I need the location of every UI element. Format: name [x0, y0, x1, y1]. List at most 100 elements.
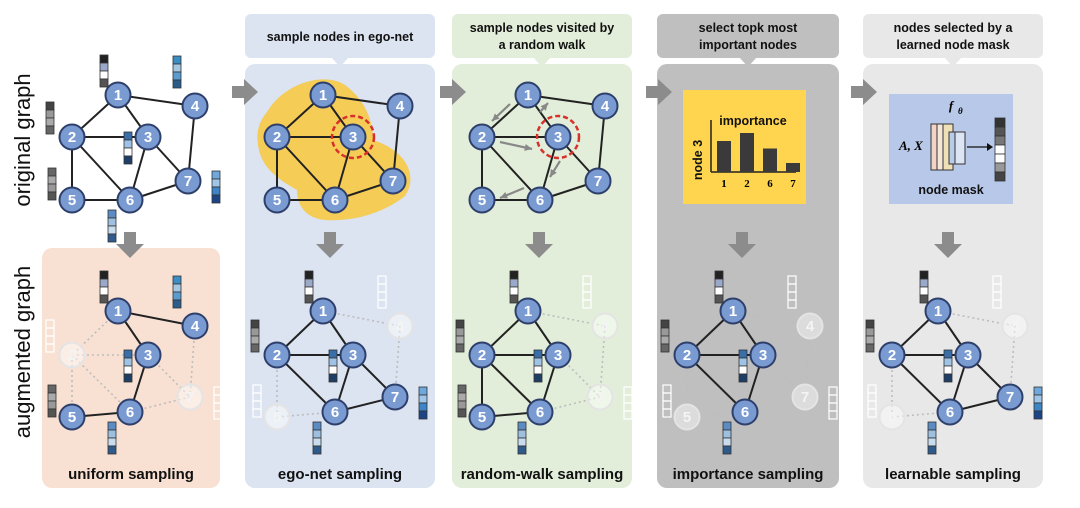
ego-original-node-3: [339, 123, 367, 151]
ego-augmented-node-label-1: 1: [319, 303, 327, 320]
learnable-augmented-node-label-1: 1: [934, 303, 942, 320]
mask-network-layer: [954, 131, 966, 165]
ego-feature-vector-3: [328, 349, 338, 383]
ego-augmented-node-4: [386, 312, 414, 340]
walk-feature-vector-7: [623, 386, 633, 420]
importance-bar-6: [763, 148, 777, 172]
uniform-original-node-label-4: 4: [191, 98, 200, 115]
walk-feature-vector-4: [582, 275, 592, 309]
original-feature-vector-2: [45, 101, 55, 135]
callout-box-walk: [452, 14, 632, 58]
ego-original-node-1: [309, 81, 337, 109]
callout-text-learnable: learned node mask: [896, 38, 1009, 52]
callout-text-learnable: nodes selected by a: [894, 21, 1014, 35]
learnable-augmented-node-3: [954, 341, 982, 369]
learnable-feature-vector-1: [919, 270, 929, 304]
ego-augmented-node-2: [263, 341, 291, 369]
start-node-marker: [535, 114, 581, 160]
learnable-feature-vector-7: [1033, 386, 1043, 420]
walk-augmented-node-7: [586, 383, 614, 411]
importance-augmented-node-label-4: 4: [806, 318, 815, 335]
walk-step-arrowhead: [550, 169, 557, 177]
importance-tick-1: 1: [721, 178, 727, 190]
uniform-feature-vector-2: [45, 319, 55, 353]
walk-original-node-7: [584, 167, 612, 195]
uniform-original-node-6: [116, 186, 144, 214]
learnable-feature-vector-5: [867, 384, 877, 418]
ego-augmented-node-1: [309, 297, 337, 325]
importance-augmented-node-7: [791, 383, 819, 411]
walk-augmented-node-label-5: 5: [478, 409, 486, 426]
walk-original-node-4: [591, 92, 619, 120]
walk-original-node-1: [514, 81, 542, 109]
next-method-arrow-icon: [232, 79, 258, 105]
ego-original-node-label-2: 2: [273, 129, 281, 146]
callout-text-importance: select topk most: [699, 21, 798, 35]
mask-function-subscript: θ: [958, 106, 963, 116]
importance-augmented-node-4: [796, 312, 824, 340]
callout-pointer: [533, 57, 551, 67]
learnable-augmented-node-1: [924, 297, 952, 325]
walk-feature-vector-5: [457, 384, 467, 418]
importance-augmented-node-label-6: 6: [741, 404, 749, 421]
uniform-original-node-2: [58, 123, 86, 151]
mask-caption: node mask: [918, 183, 983, 197]
uniform-augmented-node-label-4: 4: [191, 318, 200, 335]
transform-arrow-icon: [934, 232, 962, 258]
ego-augmented-node-label-7: 7: [391, 389, 399, 406]
walk-augmented-node-4: [591, 312, 619, 340]
learnable-feature-vector-6: [927, 421, 937, 455]
callout-text-importance: important nodes: [699, 38, 797, 52]
uniform-augmented-node-5: [58, 403, 86, 431]
column-title-ego: ego-net sampling: [278, 466, 402, 483]
ego-original-node-4: [386, 92, 414, 120]
uniform-feature-vector-5: [47, 384, 57, 418]
uniform-augmented-node-4: [181, 312, 209, 340]
learnable-augmented-node-5: [878, 403, 906, 431]
next-method-arrow-icon: [851, 79, 877, 105]
graph-edge: [71, 136, 131, 201]
importance-bar-2: [740, 133, 754, 172]
learnable-feature-vector-2: [865, 319, 875, 353]
mask-output-arrowhead: [987, 143, 993, 151]
importance-tick-6: 6: [767, 178, 773, 190]
learnable-augmented-node-label-5: 5: [888, 409, 896, 426]
uniform-original-node-label-7: 7: [184, 173, 192, 190]
side-label-augmented-graph: augmented graph: [10, 266, 35, 438]
ego-original-node-6: [321, 186, 349, 214]
graph-edge: [481, 354, 541, 413]
ego-feature-vector-4: [377, 275, 387, 309]
uniform-augmented-node-label-7: 7: [186, 389, 194, 406]
walk-augmented-node-label-4: 4: [601, 318, 610, 335]
graph-edge: [481, 136, 541, 201]
importance-feature-vector-2: [660, 319, 670, 353]
ego-augmented-node-label-2: 2: [273, 347, 281, 364]
uniform-augmented-node-2: [58, 341, 86, 369]
uniform-feature-vector-1: [99, 270, 109, 304]
uniform-original-node-3: [134, 123, 162, 151]
node-mask-cell: [994, 135, 1006, 146]
graph-edge: [71, 354, 131, 413]
ego-net-highlight: [257, 79, 411, 221]
callout-box-importance: [657, 14, 839, 58]
importance-tick-2: 2: [744, 178, 750, 190]
graph-edge: [276, 136, 336, 201]
learnable-augmented-node-6: [936, 398, 964, 426]
original-feature-vector-4: [172, 55, 182, 89]
importance-augmented-node-6: [731, 398, 759, 426]
uniform-original-node-7: [174, 167, 202, 195]
importance-augmented-node-label-5: 5: [683, 409, 691, 426]
learnable-augmented-node-label-3: 3: [964, 347, 972, 364]
node-mask-cell: [994, 144, 1006, 155]
importance-augmented-node-label-3: 3: [759, 347, 767, 364]
ego-augmented-node-label-6: 6: [331, 404, 339, 421]
ego-augmented-node-label-5: 5: [273, 409, 281, 426]
walk-feature-vector-6: [517, 421, 527, 455]
learnable-augmented-node-7: [996, 383, 1024, 411]
original-feature-vector-3: [123, 131, 133, 165]
uniform-augmented-node-1: [104, 297, 132, 325]
node-mask-cell: [994, 117, 1006, 128]
uniform-feature-vector-6: [107, 421, 117, 455]
uniform-original-node-4: [181, 92, 209, 120]
